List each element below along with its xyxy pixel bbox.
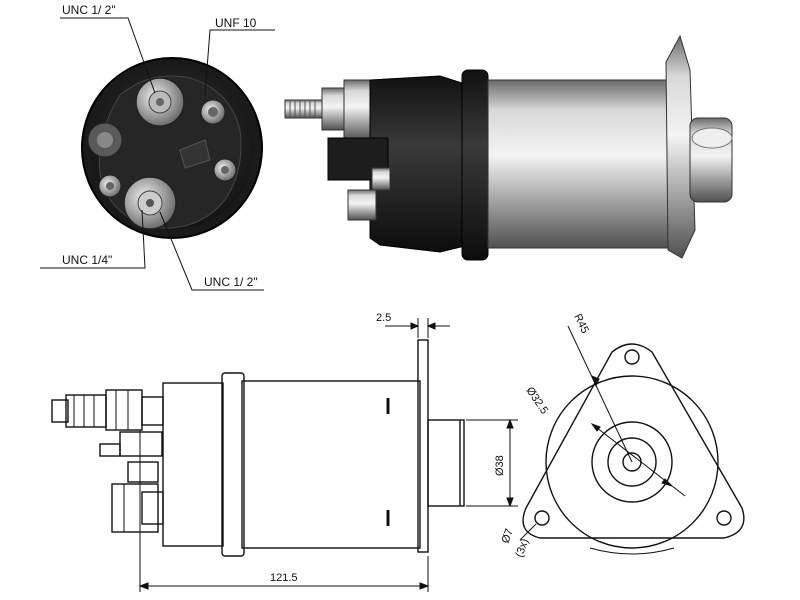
dim-bore-diameter: Ø32.5: [524, 385, 551, 417]
dim-hole-diameter: Ø7: [500, 527, 516, 545]
dim-flange-thickness: 2.5: [376, 312, 391, 324]
dim-overall-length: 121.5: [270, 572, 298, 584]
dim-flange-radius: R45: [571, 312, 591, 335]
dim-hole-count: (3x): [514, 537, 532, 559]
dim-plunger-diameter: Ø38: [494, 455, 506, 476]
callout-top-left: UNC 1/ 2": [62, 3, 116, 17]
callout-top-right: UNF 10: [215, 16, 257, 30]
flange-drawing: [522, 343, 745, 555]
callout-bottom-right: UNC 1/ 2": [204, 275, 258, 289]
flange-dimensions: [519, 325, 686, 541]
end-view-photo: [81, 57, 263, 239]
side-drawing: [51, 339, 465, 557]
side-dimensions: [138, 318, 518, 592]
callout-leaders: [40, 17, 275, 291]
callout-bottom-left: UNC 1/4": [62, 253, 112, 267]
side-view-photo: [284, 34, 733, 261]
